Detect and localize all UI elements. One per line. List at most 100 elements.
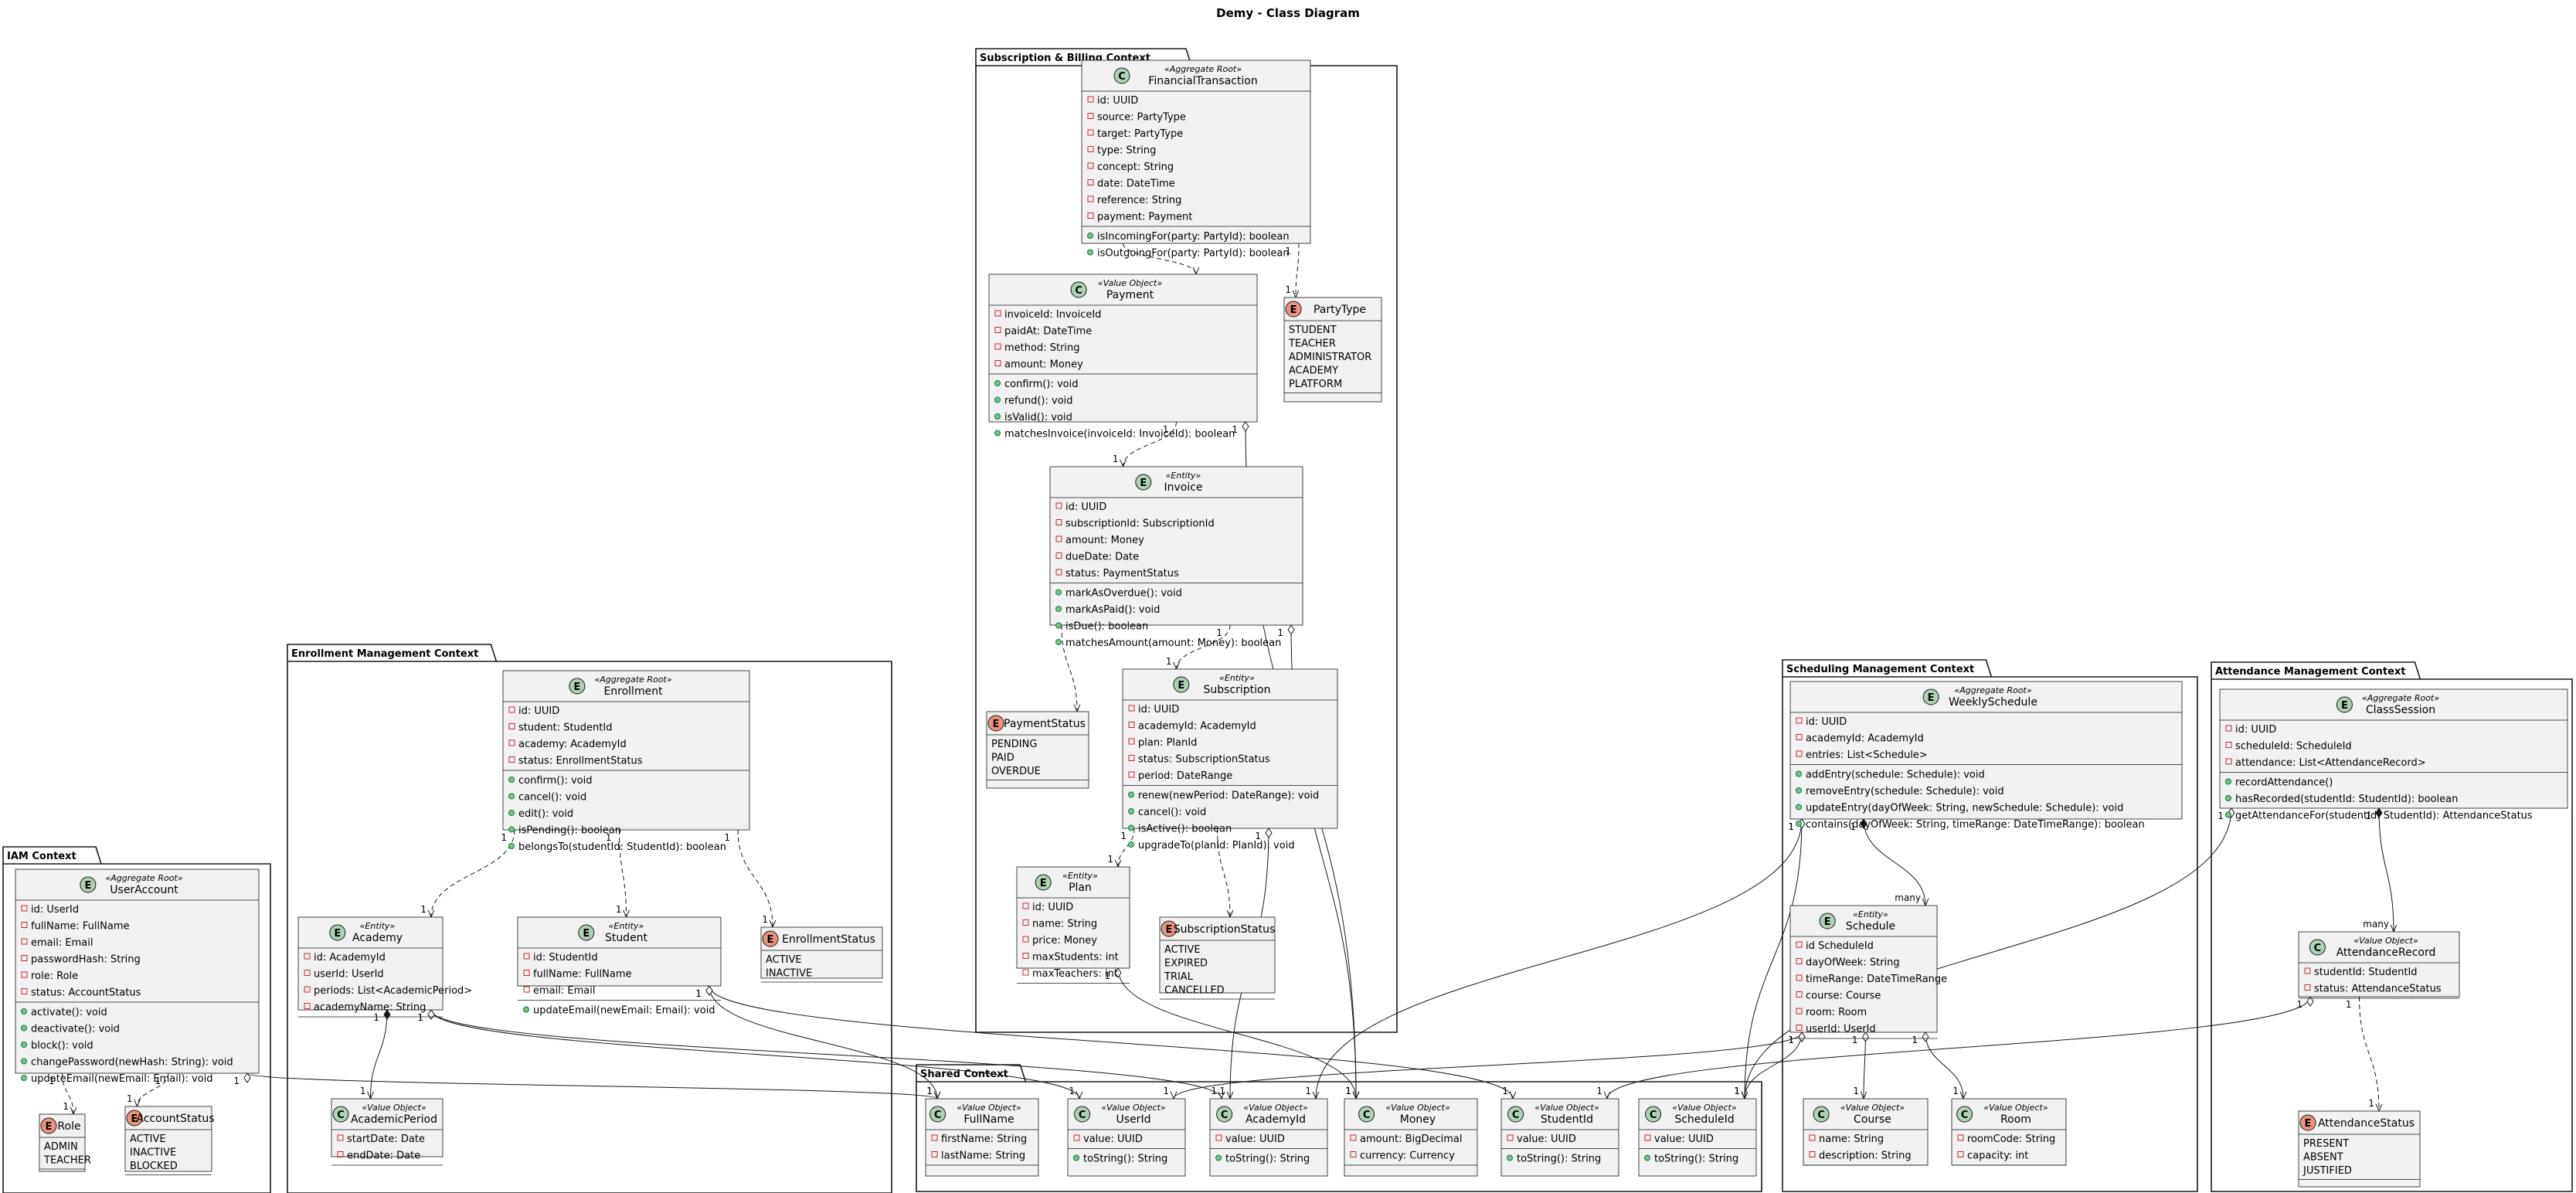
- private-visibility-icon: [2304, 967, 2311, 974]
- enum-value: PRESENT: [2303, 1138, 2349, 1150]
- multiplicity-to: many: [2363, 919, 2389, 930]
- class-method: addEntry(schedule: Schedule): void: [1806, 770, 1985, 781]
- public-visibility-icon: [2225, 811, 2231, 818]
- aggregation-diamond: [1861, 1032, 1870, 1042]
- class-field: status: EnrollmentStatus: [518, 756, 643, 767]
- relation-academy-to-user-id: 11: [417, 1009, 1083, 1100]
- enum-icon: E: [987, 715, 1004, 732]
- svg-text:C: C: [1363, 1110, 1371, 1121]
- multiplicity-to: 1: [616, 904, 622, 915]
- class-name: EnrollmentStatus: [782, 933, 875, 946]
- class-stereotype: «Value Object»: [1101, 1103, 1165, 1113]
- class-field: firstName: String: [941, 1134, 1027, 1145]
- class-field: type: String: [1097, 145, 1156, 157]
- relation-line: [1315, 818, 1803, 1100]
- class-box: [2219, 688, 2568, 809]
- multiplicity-to: 1: [1211, 1086, 1217, 1096]
- class-academic-period[interactable]: C«Value Object»AcademicPeriodstartDate: …: [331, 1098, 443, 1166]
- private-visibility-icon: [304, 1003, 311, 1009]
- class-stereotype: «Value Object»: [1983, 1103, 2048, 1113]
- multiplicity-to: 1: [762, 914, 768, 925]
- class-field: academyId: AcademyId: [1138, 721, 1256, 732]
- multiplicity-to: 1: [1734, 1086, 1740, 1096]
- private-visibility-icon: [1350, 1134, 1357, 1141]
- enum-value: ACTIVE: [1164, 944, 1201, 956]
- multiplicity-to: 1: [127, 1093, 133, 1104]
- class-field: dayOfWeek: String: [1806, 957, 1900, 969]
- class-attendance-record[interactable]: C«Value Object»AttendanceRecordstudentId…: [2298, 931, 2460, 999]
- class-name: ScheduleId: [1674, 1113, 1734, 1126]
- class-field: timeRange: DateTimeRange: [1806, 974, 1947, 985]
- entity-icon: E: [569, 678, 586, 695]
- class-method: block(): void: [31, 1040, 93, 1052]
- svg-text:E: E: [46, 1121, 53, 1133]
- class-icon: C: [1956, 1106, 1973, 1123]
- entity-icon: E: [80, 876, 97, 893]
- public-visibility-icon: [1796, 787, 1802, 794]
- public-visibility-icon: [1796, 770, 1802, 777]
- class-field: id ScheduleId: [1806, 940, 1874, 952]
- class-stereotype: «Value Object»: [1672, 1103, 1736, 1113]
- class-name: AttendanceStatus: [2318, 1117, 2415, 1130]
- relation-line: [1863, 818, 1926, 906]
- multiplicity-from: 1: [373, 1012, 379, 1023]
- class-field: paidAt: DateTime: [1004, 326, 1092, 338]
- svg-text:E: E: [2341, 700, 2348, 712]
- relation-line: [1295, 243, 1300, 298]
- class-field: name: String: [1032, 919, 1097, 930]
- class-method: isActive(): boolean: [1138, 824, 1232, 835]
- private-visibility-icon: [1796, 958, 1803, 964]
- class-box: [1803, 1098, 1929, 1166]
- class-box: [1789, 681, 2183, 820]
- class-field: capacity: int: [1967, 1151, 2028, 1162]
- public-visibility-icon: [1055, 622, 1062, 629]
- class-box: [517, 916, 722, 987]
- class-name: UserAccount: [110, 884, 178, 896]
- class-name: Role: [57, 1120, 80, 1133]
- class-field: price: Money: [1032, 935, 1097, 947]
- class-icon: C: [1507, 1106, 1524, 1123]
- private-visibility-icon: [1644, 1134, 1651, 1141]
- package-frame: [2211, 661, 2573, 1192]
- multiplicity-to: 1: [1219, 1086, 1225, 1096]
- entity-icon: E: [1035, 874, 1052, 891]
- svg-text:E: E: [2305, 1118, 2312, 1130]
- public-visibility-icon: [21, 1008, 27, 1015]
- public-visibility-icon: [508, 843, 515, 849]
- private-visibility-icon: [994, 343, 1001, 350]
- class-field: concept: String: [1097, 161, 1174, 173]
- package-iam: IAM Context: [2, 846, 271, 1193]
- enum-icon: E: [1285, 301, 1302, 318]
- class-financial-transaction[interactable]: C«Aggregate Root»FinancialTransactionid:…: [1081, 59, 1311, 260]
- class-icon: C: [1813, 1106, 1830, 1123]
- multiplicity-from: 1: [606, 832, 612, 843]
- private-visibility-icon: [1128, 722, 1135, 728]
